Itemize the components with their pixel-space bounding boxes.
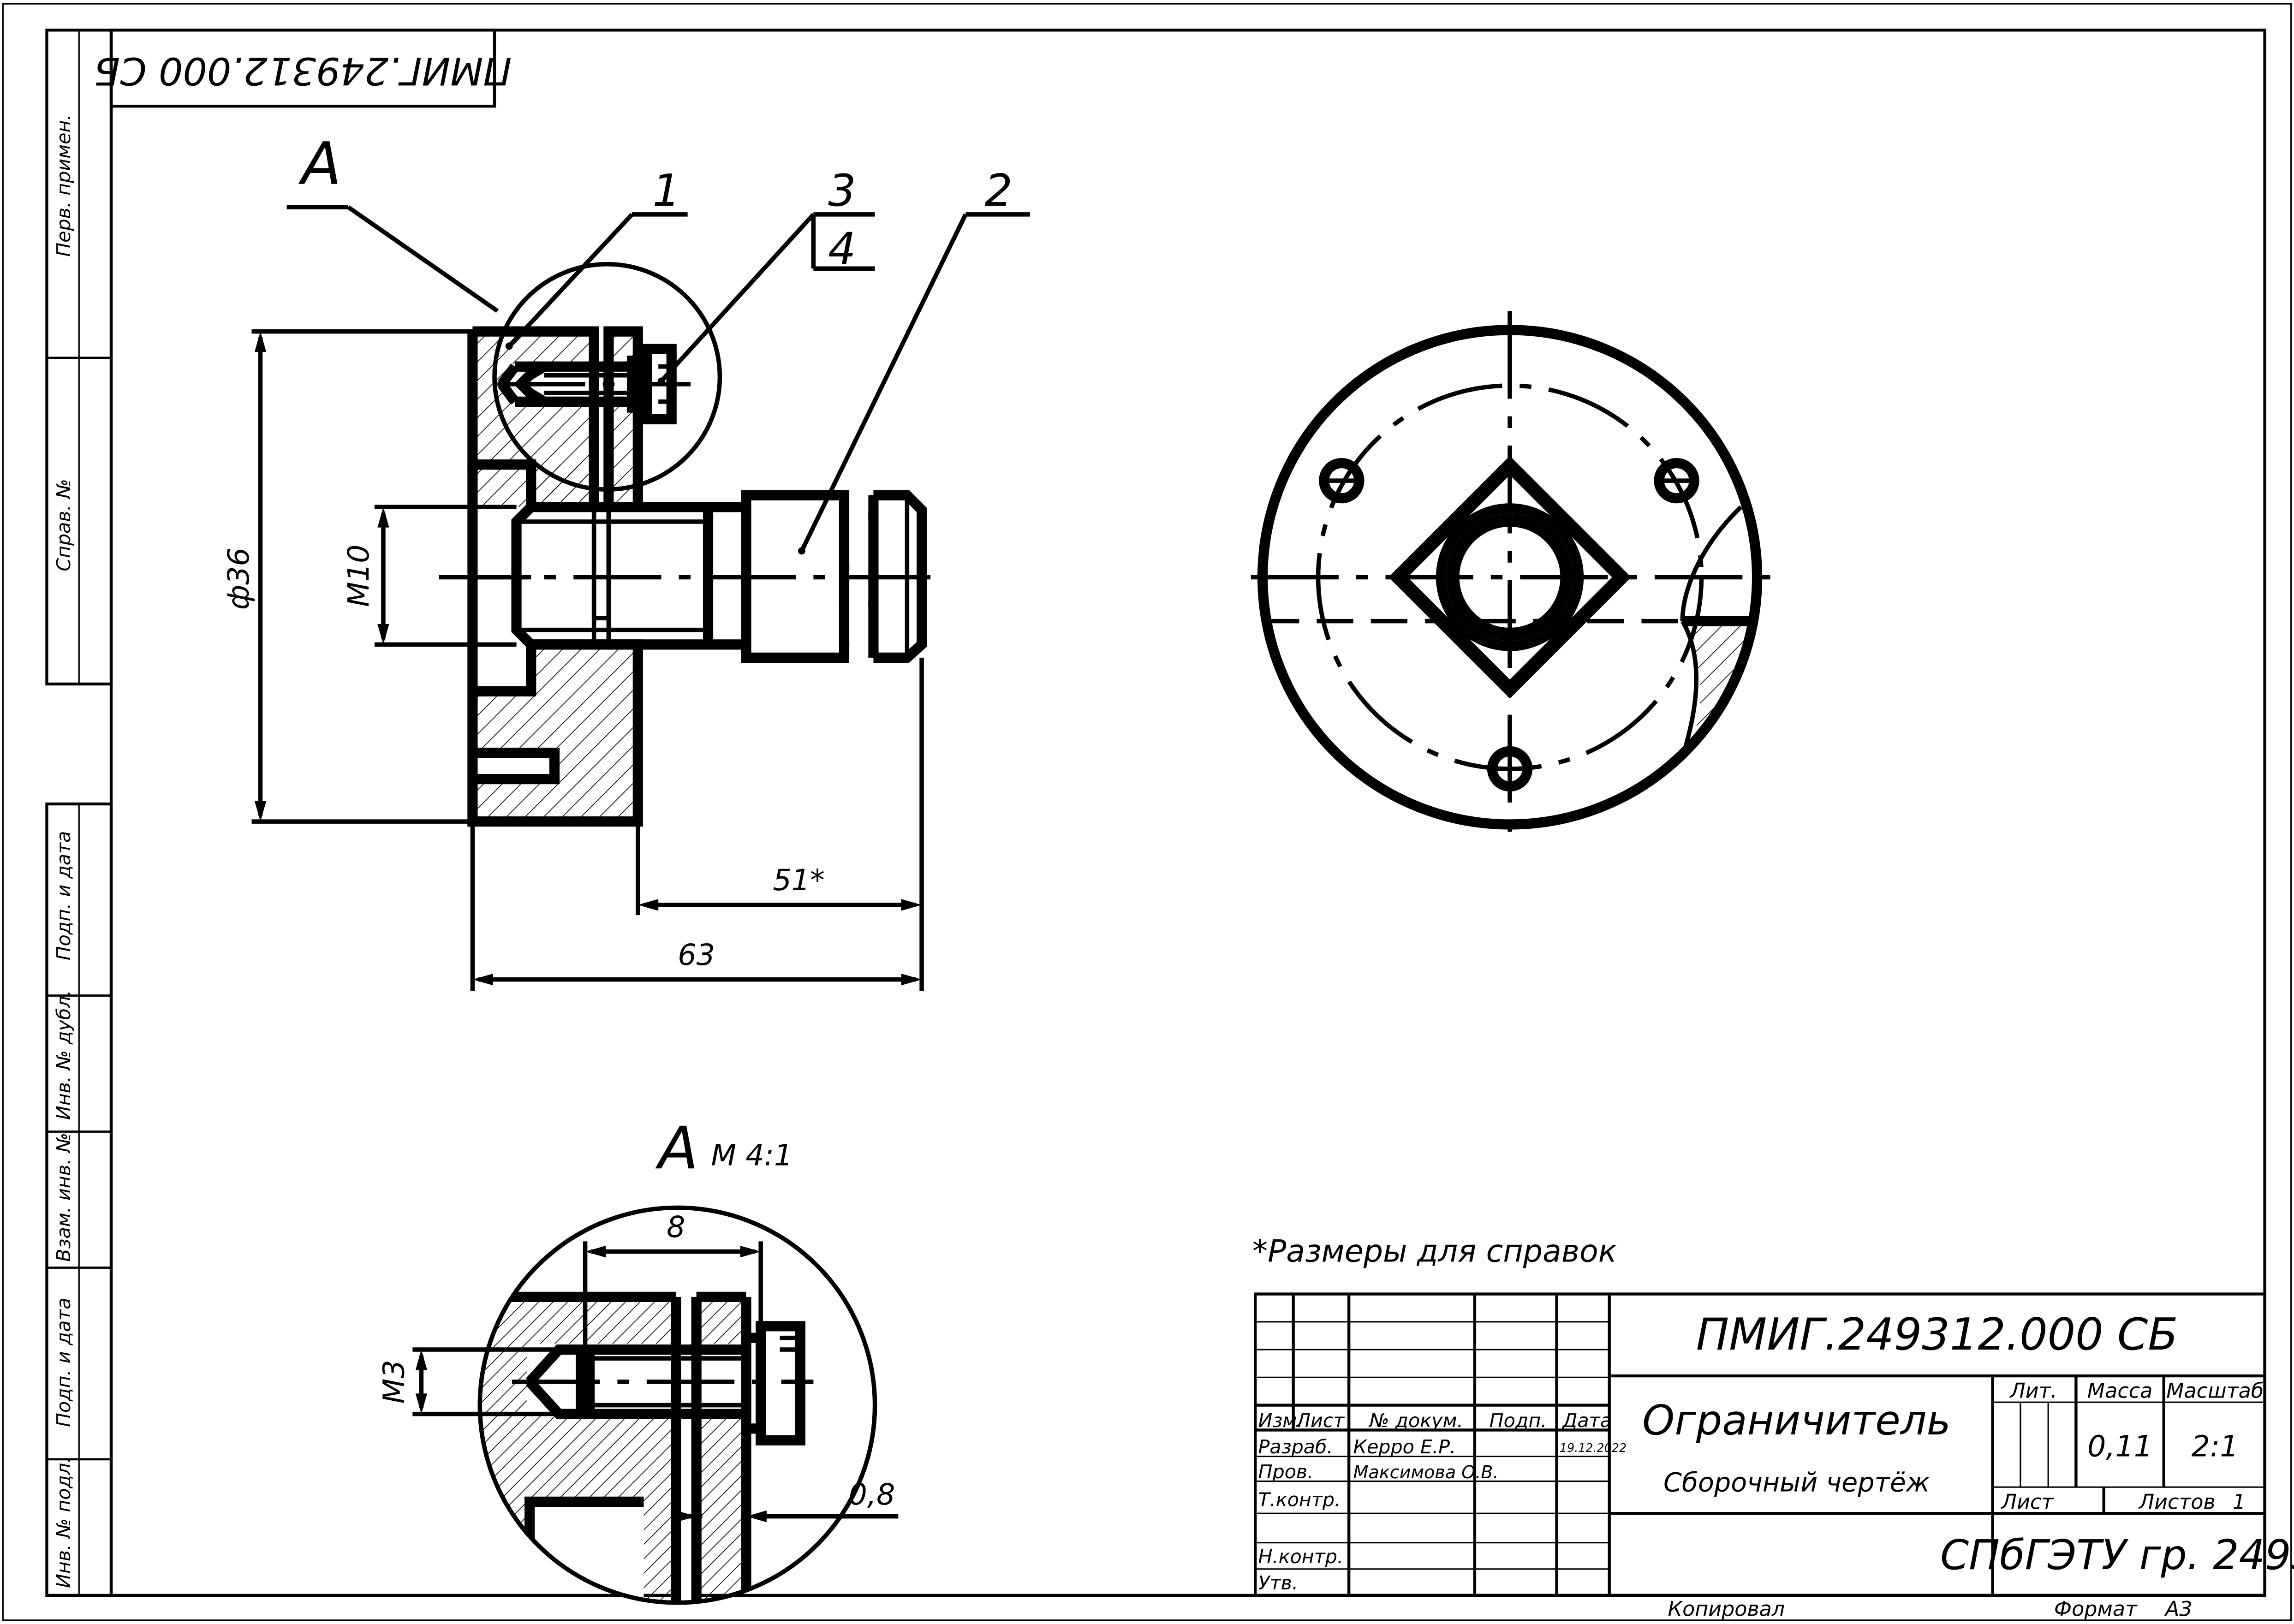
label-inv-dubl: Инв. № дубл.	[53, 990, 75, 1120]
footer: Копировал Формат А3	[1668, 1597, 2193, 1621]
doc-code-rotated-box: ПМИГ.249312.000 СБ	[94, 29, 512, 108]
detail-label-a: А	[655, 1114, 698, 1182]
sheet-frame	[2, 3, 2292, 1621]
callout-3: 3	[828, 166, 856, 216]
hdr-izm: Изм.	[1258, 1410, 1303, 1432]
dim-m10: М10	[341, 545, 375, 607]
label-vzam-inv: Взам. инв. №	[53, 1133, 75, 1262]
label-podp-data-1: Подп. и дата	[53, 831, 75, 961]
hdr-list: Лист	[1295, 1410, 1345, 1432]
callout-4: 4	[828, 224, 856, 275]
reference-dimensions-note: *Размеры для справок	[1252, 1233, 1617, 1269]
role-razrab: Разраб.	[1258, 1436, 1333, 1458]
role-nkontr: Н.контр.	[1258, 1546, 1343, 1568]
doc-type: Сборочный чертёж	[1663, 1468, 1930, 1498]
hdr-podp: Подп.	[1490, 1410, 1547, 1432]
dim-8: 8	[667, 1210, 685, 1244]
date-razrab: 19.12.2022	[1560, 1441, 1627, 1455]
callouts: А 1 3 4 2	[286, 129, 1030, 555]
hdr-no-dokum: № докум.	[1369, 1410, 1463, 1432]
dim-63: 63	[678, 938, 715, 972]
side-view	[1251, 311, 1770, 838]
role-prov: Пров.	[1258, 1461, 1314, 1483]
mass-label: Масса	[2087, 1380, 2153, 1403]
label-perv-primen: Перв. примен.	[53, 114, 75, 256]
left-margin-columns	[45, 29, 113, 1597]
role-tkontr: Т.контр.	[1258, 1488, 1341, 1511]
product-name: Ограничитель	[1642, 1397, 1951, 1444]
detail-a-view: А М 4:1	[376, 1114, 899, 1605]
front-dimensions: ф36 М10 51* 63	[221, 329, 924, 992]
detail-scale: М 4:1	[711, 1138, 792, 1172]
role-utv: Утв.	[1258, 1572, 1299, 1594]
organization: СПбГЭТУ гр. 2493	[1940, 1531, 2294, 1579]
detail-a-marker-circle	[492, 262, 722, 492]
footer-format-label: Формат	[2054, 1597, 2138, 1621]
label-sprav-no: Справ. №	[53, 479, 75, 571]
dim-diameter-36: ф36	[221, 547, 256, 610]
scale-label: Масштаб	[2166, 1380, 2264, 1403]
footer-format: А3	[2164, 1597, 2193, 1621]
scale-value: 2:1	[2192, 1429, 2239, 1463]
label-podp-data-2: Подп. и дата	[53, 1297, 75, 1427]
title-doc-code: ПМИГ.249312.000 СБ	[1696, 1309, 2178, 1360]
left-margin-labels: Перв. примен. Справ. № Подп. и дата Инв.…	[53, 114, 75, 1588]
footer-copied: Копировал	[1668, 1597, 1785, 1621]
person-prov: Максимова О.В.	[1353, 1462, 1499, 1482]
sheet-label: Лист	[2001, 1491, 2054, 1514]
callout-2: 2	[984, 166, 1013, 216]
callout-1: 1	[653, 166, 681, 216]
dim-m3: М3	[376, 1360, 411, 1404]
label-inv-podl: Инв. № подл.	[53, 1457, 75, 1588]
person-razrab: Керро Е.Р.	[1353, 1436, 1456, 1458]
dim-51: 51*	[773, 863, 824, 897]
dim-0-8: 0,8	[849, 1477, 895, 1511]
lit-label: Лит.	[2009, 1380, 2057, 1403]
view-label-a: А	[298, 129, 341, 197]
front-section-view	[439, 262, 948, 827]
sheets-label: Листов	[2138, 1491, 2216, 1514]
sheets-value: 1	[2233, 1491, 2246, 1514]
mass-value: 0,11	[2087, 1429, 2152, 1463]
title-block: Изм. Лист № докум. Подп. Дата Разраб. Пр…	[1254, 1292, 2294, 1597]
hdr-data: Дата	[1561, 1410, 1612, 1432]
doc-code-rotated: ПМИГ.249312.000 СБ	[94, 48, 512, 93]
